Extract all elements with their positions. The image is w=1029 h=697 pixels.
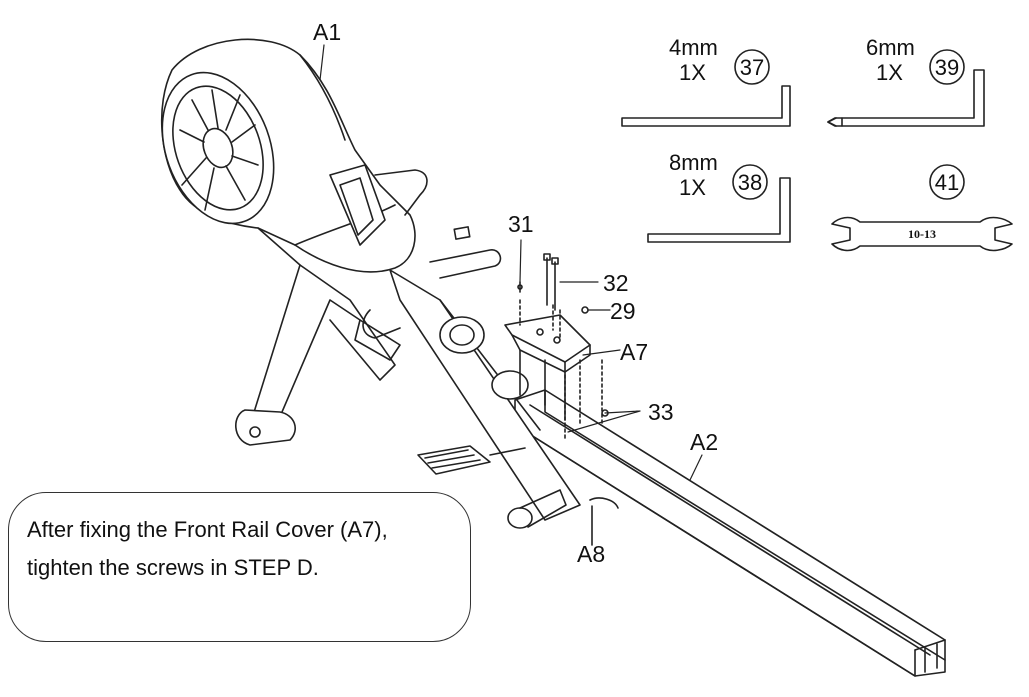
- part-circle-38: [732, 164, 768, 200]
- label-a2: A2: [690, 429, 718, 455]
- tool-38-number: 38: [738, 170, 762, 195]
- tool-39-qty: 1X: [876, 60, 903, 85]
- note-line-1: After fixing the Front Rail Cover (A7),: [27, 517, 388, 542]
- label-part-31: 31: [508, 211, 534, 237]
- part-circle-37: [734, 49, 770, 85]
- fan-housing-a1: [160, 38, 416, 273]
- label-part-32: 32: [603, 270, 629, 296]
- hex-key-39: [827, 69, 985, 127]
- wrench-41: [831, 216, 1013, 252]
- hex-key-38: [647, 177, 791, 243]
- tool-37-size: 4mm: [669, 35, 718, 60]
- tool-39-number: 39: [935, 55, 959, 80]
- front-legs: [235, 227, 401, 446]
- roller-a8: [507, 489, 619, 546]
- note-line-2: tighten the screws in STEP D.: [27, 555, 319, 580]
- instruction-note: After fixing the Front Rail Cover (A7), …: [8, 492, 471, 642]
- tool-37-qty: 1X: [679, 60, 706, 85]
- rail-a2: [514, 389, 946, 677]
- label-part-29: 29: [610, 298, 636, 324]
- main-frame: [362, 269, 581, 521]
- tool-38-size: 8mm: [669, 150, 718, 175]
- leader-lines: [319, 44, 703, 481]
- handle-bar: [374, 169, 502, 279]
- label-a7: A7: [620, 339, 648, 365]
- foot-pedal: [417, 445, 526, 475]
- tool-38-qty: 1X: [679, 175, 706, 200]
- label-a8: A8: [577, 541, 605, 567]
- tool-39-size: 6mm: [866, 35, 915, 60]
- part-circle-41: [929, 164, 965, 200]
- tool-41-number: 41: [935, 170, 959, 195]
- wrench-marking: 10-13: [908, 227, 936, 241]
- label-part-33: 33: [648, 399, 674, 425]
- tool-37-number: 37: [740, 55, 764, 80]
- part-circle-39: [929, 49, 965, 85]
- hex-key-37: [621, 85, 791, 127]
- label-a1: A1: [313, 19, 341, 45]
- screws: [517, 253, 609, 441]
- front-rail-cover-a7: [504, 314, 591, 421]
